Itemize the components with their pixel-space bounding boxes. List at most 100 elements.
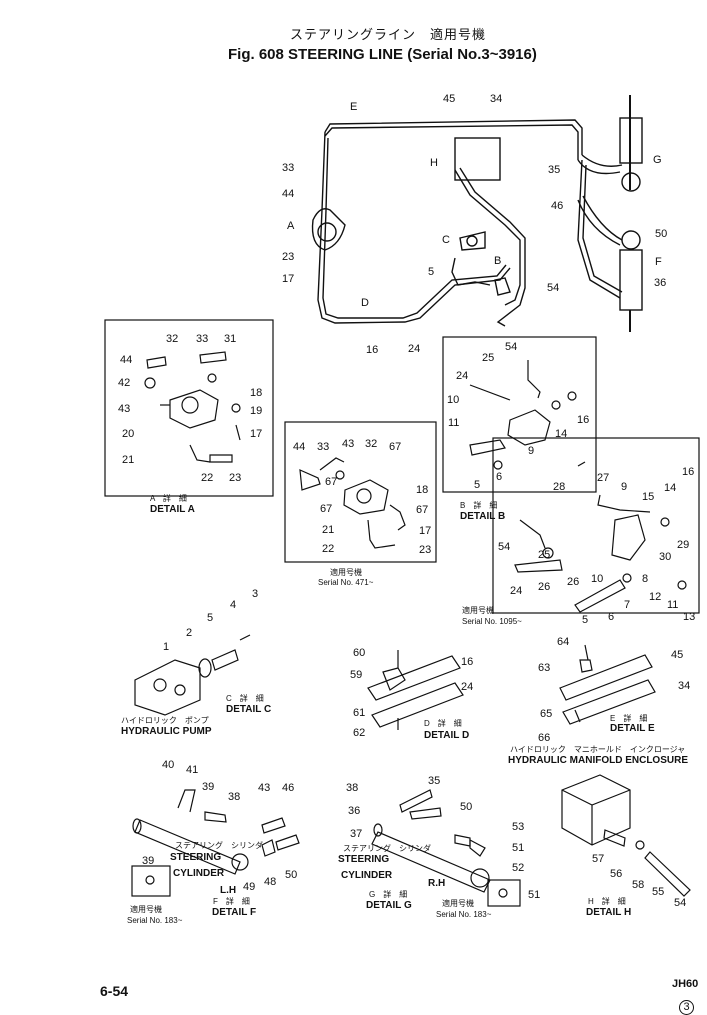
detail-a-caption: DETAIL A xyxy=(150,504,195,515)
detail-d-labels: 60 16 59 24 61 62 D 詳 細 DETAIL D xyxy=(350,647,473,741)
detail-b2-label-13: 13 xyxy=(683,611,695,623)
detail-a2-label-67d: 67 xyxy=(320,503,332,515)
detail-a2-serial: Serial No. 471~ xyxy=(318,578,374,587)
detail-a2-label-67c: 67 xyxy=(416,504,428,516)
detail-a2-label-67b: 67 xyxy=(325,476,337,488)
detail-a2-label-22: 22 xyxy=(322,543,334,555)
detail-a-label-23: 23 xyxy=(229,472,241,484)
detail-a-serial-labels: 44 33 43 32 67 67 18 67 67 21 17 22 23 適… xyxy=(293,438,431,587)
label-d: D xyxy=(361,297,369,309)
detail-g-part-jp: ステアリング シリンダ xyxy=(343,843,431,853)
detail-b2-label-9: 9 xyxy=(621,481,627,493)
label-36: 36 xyxy=(654,277,666,289)
detail-a-label-19: 19 xyxy=(250,405,262,417)
detail-a-caption-jp: A 詳 細 xyxy=(150,493,187,503)
label-b: B xyxy=(494,255,501,267)
detail-c-part: HYDRAULIC PUMP xyxy=(121,726,212,737)
detail-b-label-6: 6 xyxy=(496,471,502,483)
detail-g-label-50: 50 xyxy=(460,801,472,813)
detail-g-side: R.H xyxy=(428,878,445,889)
label-e: E xyxy=(350,101,357,113)
detail-d-caption-jp: D 詳 細 xyxy=(424,718,462,728)
detail-e-caption: DETAIL E xyxy=(610,723,655,734)
detail-b2-label-26: 26 xyxy=(567,576,579,588)
detail-b2-label-5: 5 xyxy=(582,614,588,626)
detail-a-label-43: 43 xyxy=(118,403,130,415)
label-35: 35 xyxy=(548,164,560,176)
detail-d-label-60: 60 xyxy=(353,647,365,659)
label-17: 17 xyxy=(282,273,294,285)
detail-c-caption: DETAIL C xyxy=(226,704,271,715)
label-g: G xyxy=(653,154,662,166)
detail-a2-label-32: 32 xyxy=(365,438,377,450)
detail-g-drawing xyxy=(371,789,521,907)
detail-g-labels: 38 35 36 37 50 53 51 52 51 ステアリング シリンダ S… xyxy=(338,775,540,919)
detail-b2-label-16: 16 xyxy=(682,466,694,478)
detail-b2-label-10: 10 xyxy=(591,573,603,585)
detail-b2-label-26a: 26 xyxy=(538,581,550,593)
detail-b2-label-8: 8 xyxy=(642,573,648,585)
detail-c-drawing xyxy=(134,634,251,716)
detail-f-label-43: 43 xyxy=(258,782,270,794)
label-h: H xyxy=(430,157,438,169)
detail-a-drawing xyxy=(104,319,274,497)
detail-b2-label-25: 25 xyxy=(538,549,550,561)
detail-b2-label-11: 11 xyxy=(667,599,678,611)
detail-a-label-18: 18 xyxy=(250,387,262,399)
detail-e-drawing xyxy=(559,644,656,725)
detail-a2-serial-jp: 適用号機 xyxy=(330,567,362,577)
detail-e-label-64: 64 xyxy=(557,636,569,648)
detail-b2-label-7: 7 xyxy=(624,599,630,611)
detail-c-label-3: 3 xyxy=(252,588,258,600)
detail-d-label-61: 61 xyxy=(353,707,365,719)
detail-a2-label-23: 23 xyxy=(419,544,431,556)
detail-f-part-jp: ステアリング シリンダ xyxy=(175,840,263,850)
label-16: 16 xyxy=(366,344,378,356)
detail-g-label-51b: 51 xyxy=(528,889,540,901)
detail-g-label-53: 53 xyxy=(512,821,524,833)
detail-c-caption-jp: C 詳 細 xyxy=(226,693,264,703)
label-34: 34 xyxy=(490,93,502,105)
detail-a2-label-18: 18 xyxy=(416,484,428,496)
label-a: A xyxy=(287,220,295,232)
detail-a-label-33: 33 xyxy=(196,333,208,345)
detail-g-label-52: 52 xyxy=(512,862,524,874)
detail-d-caption: DETAIL D xyxy=(424,730,469,741)
detail-f-part-1: STEERING xyxy=(170,852,221,863)
label-54: 54 xyxy=(547,282,559,294)
label-24: 24 xyxy=(408,343,420,355)
detail-g-part-2: CYLINDER xyxy=(341,870,393,881)
detail-b-label-5: 5 xyxy=(474,479,480,491)
figure-title: Fig. 608 STEERING LINE (Serial No.3~3916… xyxy=(228,46,537,63)
detail-a-label-21: 21 xyxy=(122,454,134,466)
detail-b2-label-27: 27 xyxy=(597,472,609,484)
detail-b2-serial: Serial No. 1095~ xyxy=(462,617,522,626)
detail-b-label-14: 14 xyxy=(555,428,567,440)
detail-f-labels: 40 41 39 38 43 46 39 48 49 50 ステアリング シリン… xyxy=(127,759,297,925)
label-45: 45 xyxy=(443,93,455,105)
detail-h-label-58: 58 xyxy=(632,879,644,891)
detail-d-label-59: 59 xyxy=(350,669,362,681)
detail-h-label-55: 55 xyxy=(652,886,664,898)
main-overview-labels: E 45 34 H 33 44 A 23 17 C 5 B 54 D 16 24… xyxy=(282,93,667,356)
detail-g-label-36: 36 xyxy=(348,805,360,817)
detail-f-label-40: 40 xyxy=(162,759,174,771)
detail-f-drawing xyxy=(131,789,300,897)
detail-g-caption: DETAIL G xyxy=(366,900,412,911)
detail-a2-label-43: 43 xyxy=(342,438,354,450)
detail-h-label-57: 57 xyxy=(592,853,604,865)
detail-b-label-25: 25 xyxy=(482,352,494,364)
detail-a-label-44: 44 xyxy=(120,354,132,366)
model-code: JH60 xyxy=(672,978,699,990)
detail-c-label-5: 5 xyxy=(207,612,213,624)
detail-e-label-63: 63 xyxy=(538,662,550,674)
detail-a2-label-67a: 67 xyxy=(389,441,401,453)
detail-f-label-39: 39 xyxy=(202,781,214,793)
detail-b2-label-15: 15 xyxy=(642,491,654,503)
detail-g-label-37: 37 xyxy=(350,828,362,840)
detail-g-label-35: 35 xyxy=(428,775,440,787)
detail-d-drawing xyxy=(367,650,464,730)
detail-a-label-17: 17 xyxy=(250,428,262,440)
detail-b-caption: DETAIL B xyxy=(460,511,505,522)
